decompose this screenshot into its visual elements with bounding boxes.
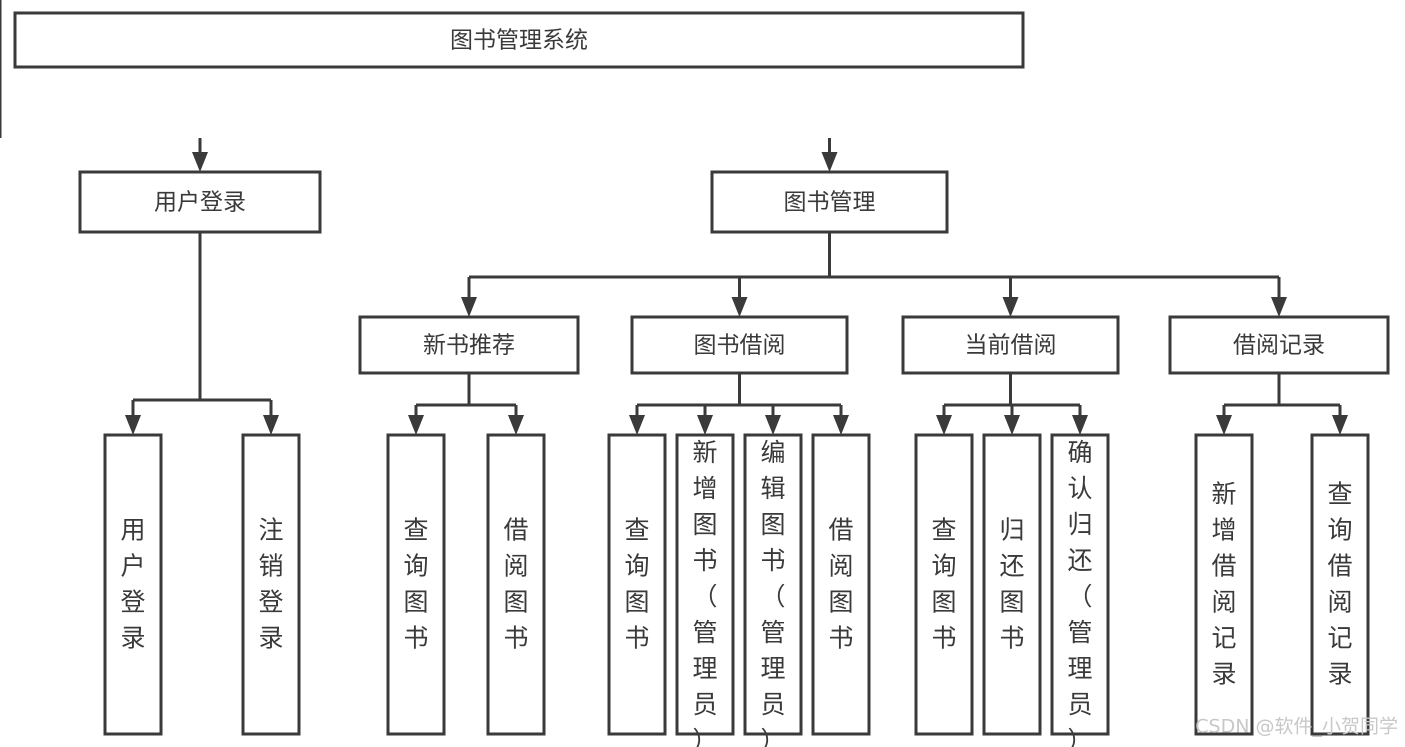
- arrow-down-icon-book-borrow-2: [765, 415, 781, 435]
- node-box-confirm-return-admin: [1050, 433, 1110, 736]
- node-box-book-manage: [710, 170, 949, 234]
- node-box-current-borrow: [901, 315, 1120, 375]
- arrow-down-icon-book-borrow-1: [697, 415, 713, 435]
- node-label-edit-book-admin: 编辑图书（管理员）: [760, 438, 785, 747]
- node-box-user-login-do: [103, 433, 163, 736]
- node-box-book-borrow: [630, 315, 849, 375]
- node-query-borrow-record[interactable]: 查询借阅记录: [1310, 433, 1370, 736]
- arrow-down-icon-borrow-record-1: [1332, 415, 1348, 435]
- arrow-down-icon-book-manage-3: [1271, 297, 1287, 317]
- node-add-book-admin[interactable]: 新增图书（管理员）: [675, 433, 735, 747]
- node-book-borrow[interactable]: 图书借阅: [630, 315, 849, 375]
- node-label-new-book-recommend: 新书推荐: [423, 333, 515, 359]
- node-root[interactable]: 图书管理系统: [13, 11, 1025, 69]
- csdn-watermark: CSDN @软件_小贺同学: [1195, 716, 1398, 738]
- node-book-manage[interactable]: 图书管理: [710, 170, 949, 234]
- node-return-book[interactable]: 归还图书: [982, 433, 1042, 736]
- node-box-query-book-1: [386, 433, 446, 736]
- arrow-down-icon-book-manage-2: [1002, 297, 1019, 317]
- node-box-add-borrow-record: [1194, 433, 1254, 736]
- arrow-down-icon-user-login-0: [125, 415, 141, 435]
- node-user-login-do[interactable]: 用户登录: [103, 433, 163, 736]
- arrow-down-icon-user-login-1: [263, 415, 279, 435]
- node-box-query-book-2: [607, 433, 667, 736]
- node-label-query-book-1: 查询图书: [403, 516, 428, 653]
- node-borrow-book-2[interactable]: 借阅图书: [811, 433, 871, 736]
- node-label-query-book-3: 查询图书: [931, 516, 956, 653]
- arrow-down-icon-book-borrow-3: [833, 415, 849, 435]
- arrow-down-icon-borrow-record-0: [1216, 415, 1232, 435]
- node-label-user-login: 用户登录: [154, 190, 246, 216]
- node-label-add-borrow-record: 新增借阅记录: [1211, 480, 1236, 689]
- node-borrow-book-1[interactable]: 借阅图书: [486, 433, 546, 736]
- node-label-root: 图书管理系统: [450, 28, 588, 54]
- node-box-root: [13, 11, 1025, 69]
- node-label-add-book-admin: 新增图书（管理员）: [692, 438, 717, 747]
- node-current-borrow[interactable]: 当前借阅: [901, 315, 1120, 375]
- connector-layer: [0, 0, 1348, 435]
- arrow-down-icon-book-manage-0: [461, 297, 477, 317]
- node-user-logout[interactable]: 注销登录: [241, 433, 301, 736]
- node-box-query-book-3: [914, 433, 974, 736]
- node-box-return-book: [982, 433, 1042, 736]
- node-label-book-borrow: 图书借阅: [694, 333, 786, 359]
- node-add-borrow-record[interactable]: 新增借阅记录: [1194, 433, 1254, 736]
- node-label-borrow-record: 借阅记录: [1233, 333, 1325, 359]
- node-query-book-2[interactable]: 查询图书: [607, 433, 667, 736]
- node-confirm-return-admin[interactable]: 确认归还（管理员）: [1050, 433, 1110, 747]
- arrow-down-icon-root-0: [192, 152, 208, 172]
- node-label-borrow-book-2: 借阅图书: [828, 516, 853, 653]
- node-box-user-logout: [241, 433, 301, 736]
- node-label-query-book-2: 查询图书: [624, 516, 649, 653]
- arrow-down-icon-new-book-recommend-0: [408, 415, 424, 435]
- node-query-book-1[interactable]: 查询图书: [386, 433, 446, 736]
- arrow-down-icon-current-borrow-1: [1004, 415, 1020, 435]
- node-label-current-borrow: 当前借阅: [965, 333, 1057, 359]
- arrow-down-icon-book-borrow-0: [629, 415, 645, 435]
- node-box-borrow-book-2: [811, 433, 871, 736]
- node-query-book-3[interactable]: 查询图书: [914, 433, 974, 736]
- node-borrow-record[interactable]: 借阅记录: [1168, 315, 1390, 375]
- arrow-down-icon-current-borrow-0: [936, 415, 952, 435]
- node-new-book-recommend[interactable]: 新书推荐: [358, 315, 580, 375]
- node-label-book-manage: 图书管理: [784, 190, 876, 216]
- arrow-down-icon-new-book-recommend-1: [508, 415, 524, 435]
- arrow-down-icon-book-manage-1: [731, 297, 748, 317]
- node-label-confirm-return-admin: 确认归还（管理员）: [1067, 438, 1092, 747]
- node-label-borrow-book-1: 借阅图书: [503, 516, 528, 653]
- node-box-borrow-record: [1168, 315, 1390, 375]
- node-box-borrow-book-1: [486, 433, 546, 736]
- node-label-user-login-do: 用户登录: [120, 516, 145, 653]
- node-label-user-logout: 注销登录: [258, 516, 283, 653]
- node-user-login[interactable]: 用户登录: [78, 170, 322, 234]
- node-box-edit-book-admin: [743, 433, 803, 736]
- arrow-down-icon-root-1: [821, 152, 838, 172]
- node-box-user-login: [78, 170, 322, 234]
- node-label-query-borrow-record: 查询借阅记录: [1327, 480, 1352, 689]
- node-box-new-book-recommend: [358, 315, 580, 375]
- node-box-add-book-admin: [675, 433, 735, 736]
- node-box-query-borrow-record: [1310, 433, 1370, 736]
- node-edit-book-admin[interactable]: 编辑图书（管理员）: [743, 433, 803, 747]
- node-label-return-book: 归还图书: [999, 516, 1024, 653]
- arrow-down-icon-current-borrow-2: [1072, 415, 1088, 435]
